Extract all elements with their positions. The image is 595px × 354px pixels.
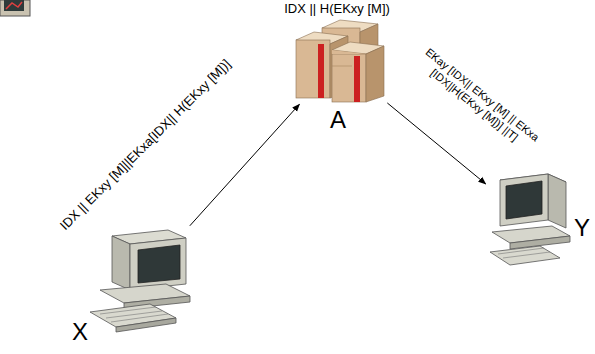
message-arrow <box>190 104 300 226</box>
edge-label: IDX || EKxy [M]||EKxa[IDX|| H(EKxy [M])] <box>54 54 235 235</box>
computer-node: X <box>88 228 193 333</box>
computer-node: Y <box>488 172 570 267</box>
server-node: IDX || H(EKxy [M])A <box>290 22 385 102</box>
edge-label: EKay [IDX|| EKxy [M] || EKxa [IDX||H(EKx… <box>401 35 555 165</box>
corner-icon <box>0 0 30 16</box>
computer-x <box>90 230 190 332</box>
node-letter: Y <box>574 214 590 242</box>
message-arrow <box>387 103 485 184</box>
node-letter: A <box>330 106 346 134</box>
message-digest: IDX || H(EKxy [M]) <box>284 2 390 17</box>
computer-y <box>490 174 570 265</box>
server-cluster <box>296 20 384 102</box>
node-letter: X <box>72 318 88 346</box>
